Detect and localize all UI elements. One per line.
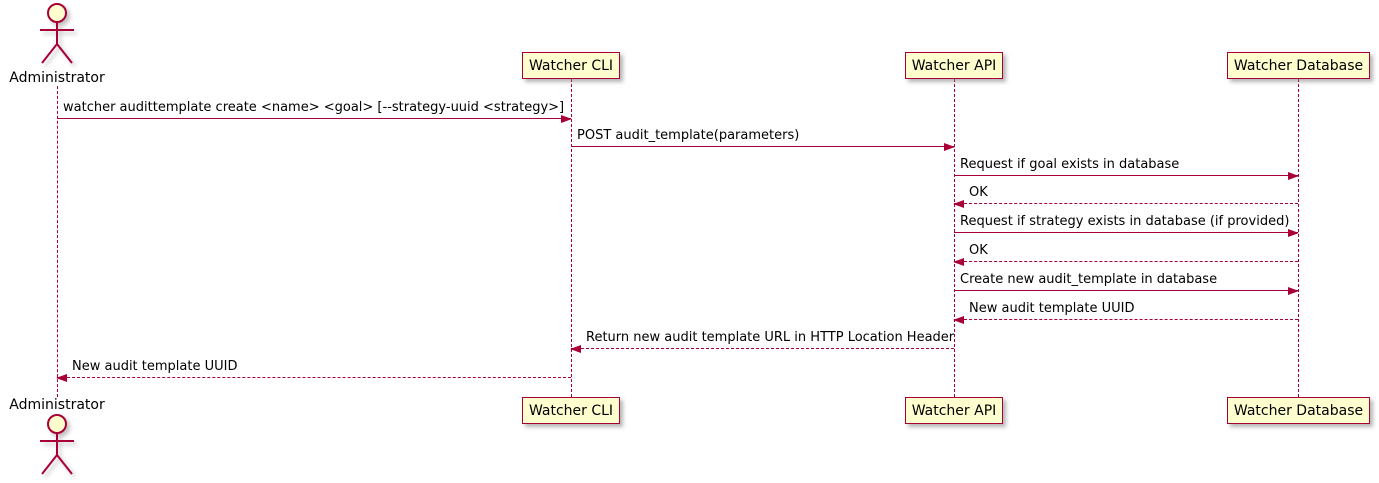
arrowhead-icon	[1288, 287, 1299, 295]
message-line	[954, 261, 1298, 262]
message-10: New audit template UUID	[56, 359, 571, 382]
participant-watcher-cli-top: Watcher CLI	[522, 52, 620, 79]
message-3: Request if goal exists in database	[954, 157, 1299, 180]
participant-watcher-database-bottom: Watcher Database	[1227, 397, 1370, 424]
message-line	[954, 232, 1298, 233]
message-text: OK	[969, 243, 988, 258]
message-text: New audit template UUID	[969, 301, 1135, 316]
arrowhead-icon	[1288, 172, 1299, 180]
message-4: OK	[953, 185, 1298, 208]
message-text: Request if strategy exists in database (…	[960, 214, 1290, 229]
participant-watcher-cli-bottom: Watcher CLI	[522, 397, 620, 424]
message-text: Return new audit template URL in HTTP Lo…	[586, 330, 955, 345]
participant-watcher-api-bottom: Watcher API	[905, 397, 1003, 424]
message-line	[57, 377, 571, 378]
participant-label: Watcher API	[911, 57, 997, 74]
message-1: watcher audittemplate create <name> <goa…	[57, 100, 572, 123]
message-line	[571, 348, 954, 349]
arrowhead-icon	[1288, 229, 1299, 237]
participant-watcher-api-top: Watcher API	[905, 52, 1003, 79]
message-2: POST audit_template(parameters)	[571, 128, 955, 151]
message-6: OK	[953, 243, 1298, 266]
message-line	[954, 290, 1298, 291]
arrowhead-icon	[953, 316, 964, 324]
message-8: New audit template UUID	[953, 301, 1298, 324]
actor-administrator-top: Administrator	[9, 2, 105, 86]
message-9: Return new audit template URL in HTTP Lo…	[570, 330, 955, 353]
message-text: Create new audit_template in database	[960, 272, 1218, 287]
message-text: New audit template UUID	[72, 359, 238, 374]
message-line	[954, 319, 1298, 320]
arrowhead-icon	[56, 374, 67, 382]
actor-label: Administrator	[9, 70, 105, 86]
message-5: Request if strategy exists in database (…	[954, 214, 1299, 237]
participant-watcher-database-top: Watcher Database	[1227, 52, 1370, 79]
message-line	[954, 175, 1298, 176]
actor-icon	[40, 3, 74, 64]
message-text: watcher audittemplate create <name> <goa…	[63, 100, 565, 115]
message-text: POST audit_template(parameters)	[577, 128, 800, 143]
participant-label: Watcher Database	[1233, 402, 1364, 419]
actor-administrator-bottom: Administrator	[9, 397, 105, 481]
lifeline-watcher-cli	[571, 79, 572, 397]
message-line	[954, 203, 1298, 204]
message-7: Create new audit_template in database	[954, 272, 1299, 295]
message-line	[571, 146, 954, 147]
actor-icon	[40, 414, 74, 475]
lifeline-watcher-database	[1298, 79, 1299, 397]
message-line	[57, 118, 571, 119]
arrowhead-icon	[953, 258, 964, 266]
message-text: Request if goal exists in database	[960, 157, 1180, 172]
participant-label: Watcher Database	[1233, 57, 1364, 74]
arrowhead-icon	[561, 115, 572, 123]
arrowhead-icon	[570, 345, 581, 353]
participant-label: Watcher CLI	[528, 57, 614, 74]
actor-label: Administrator	[9, 397, 105, 413]
participant-label: Watcher CLI	[528, 402, 614, 419]
lifeline-watcher-api	[954, 79, 955, 397]
arrowhead-icon	[944, 143, 955, 151]
arrowhead-icon	[953, 200, 964, 208]
participant-label: Watcher API	[911, 402, 997, 419]
message-text: OK	[969, 185, 988, 200]
lifeline-administrator	[57, 86, 58, 397]
